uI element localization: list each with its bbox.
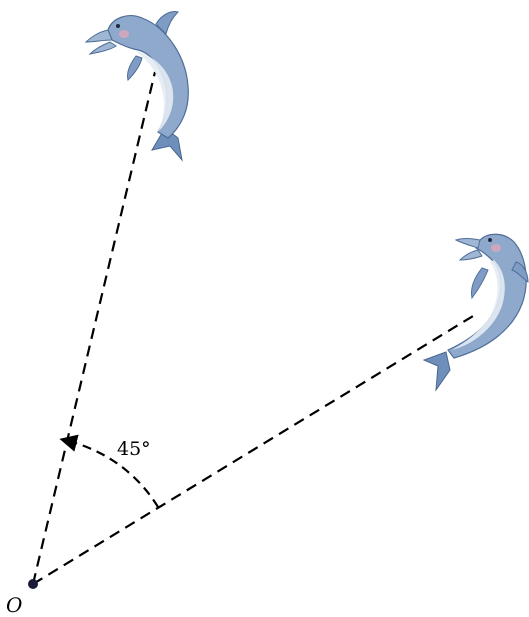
dolphin-right-icon — [422, 233, 529, 392]
dolphin-upper-icon — [84, 11, 189, 162]
sight-line-right — [32, 312, 479, 585]
origin-label: O — [6, 593, 22, 617]
origin-point — [28, 579, 38, 589]
angle-label: 45° — [117, 438, 151, 460]
sight-line-upper — [31, 71, 157, 585]
